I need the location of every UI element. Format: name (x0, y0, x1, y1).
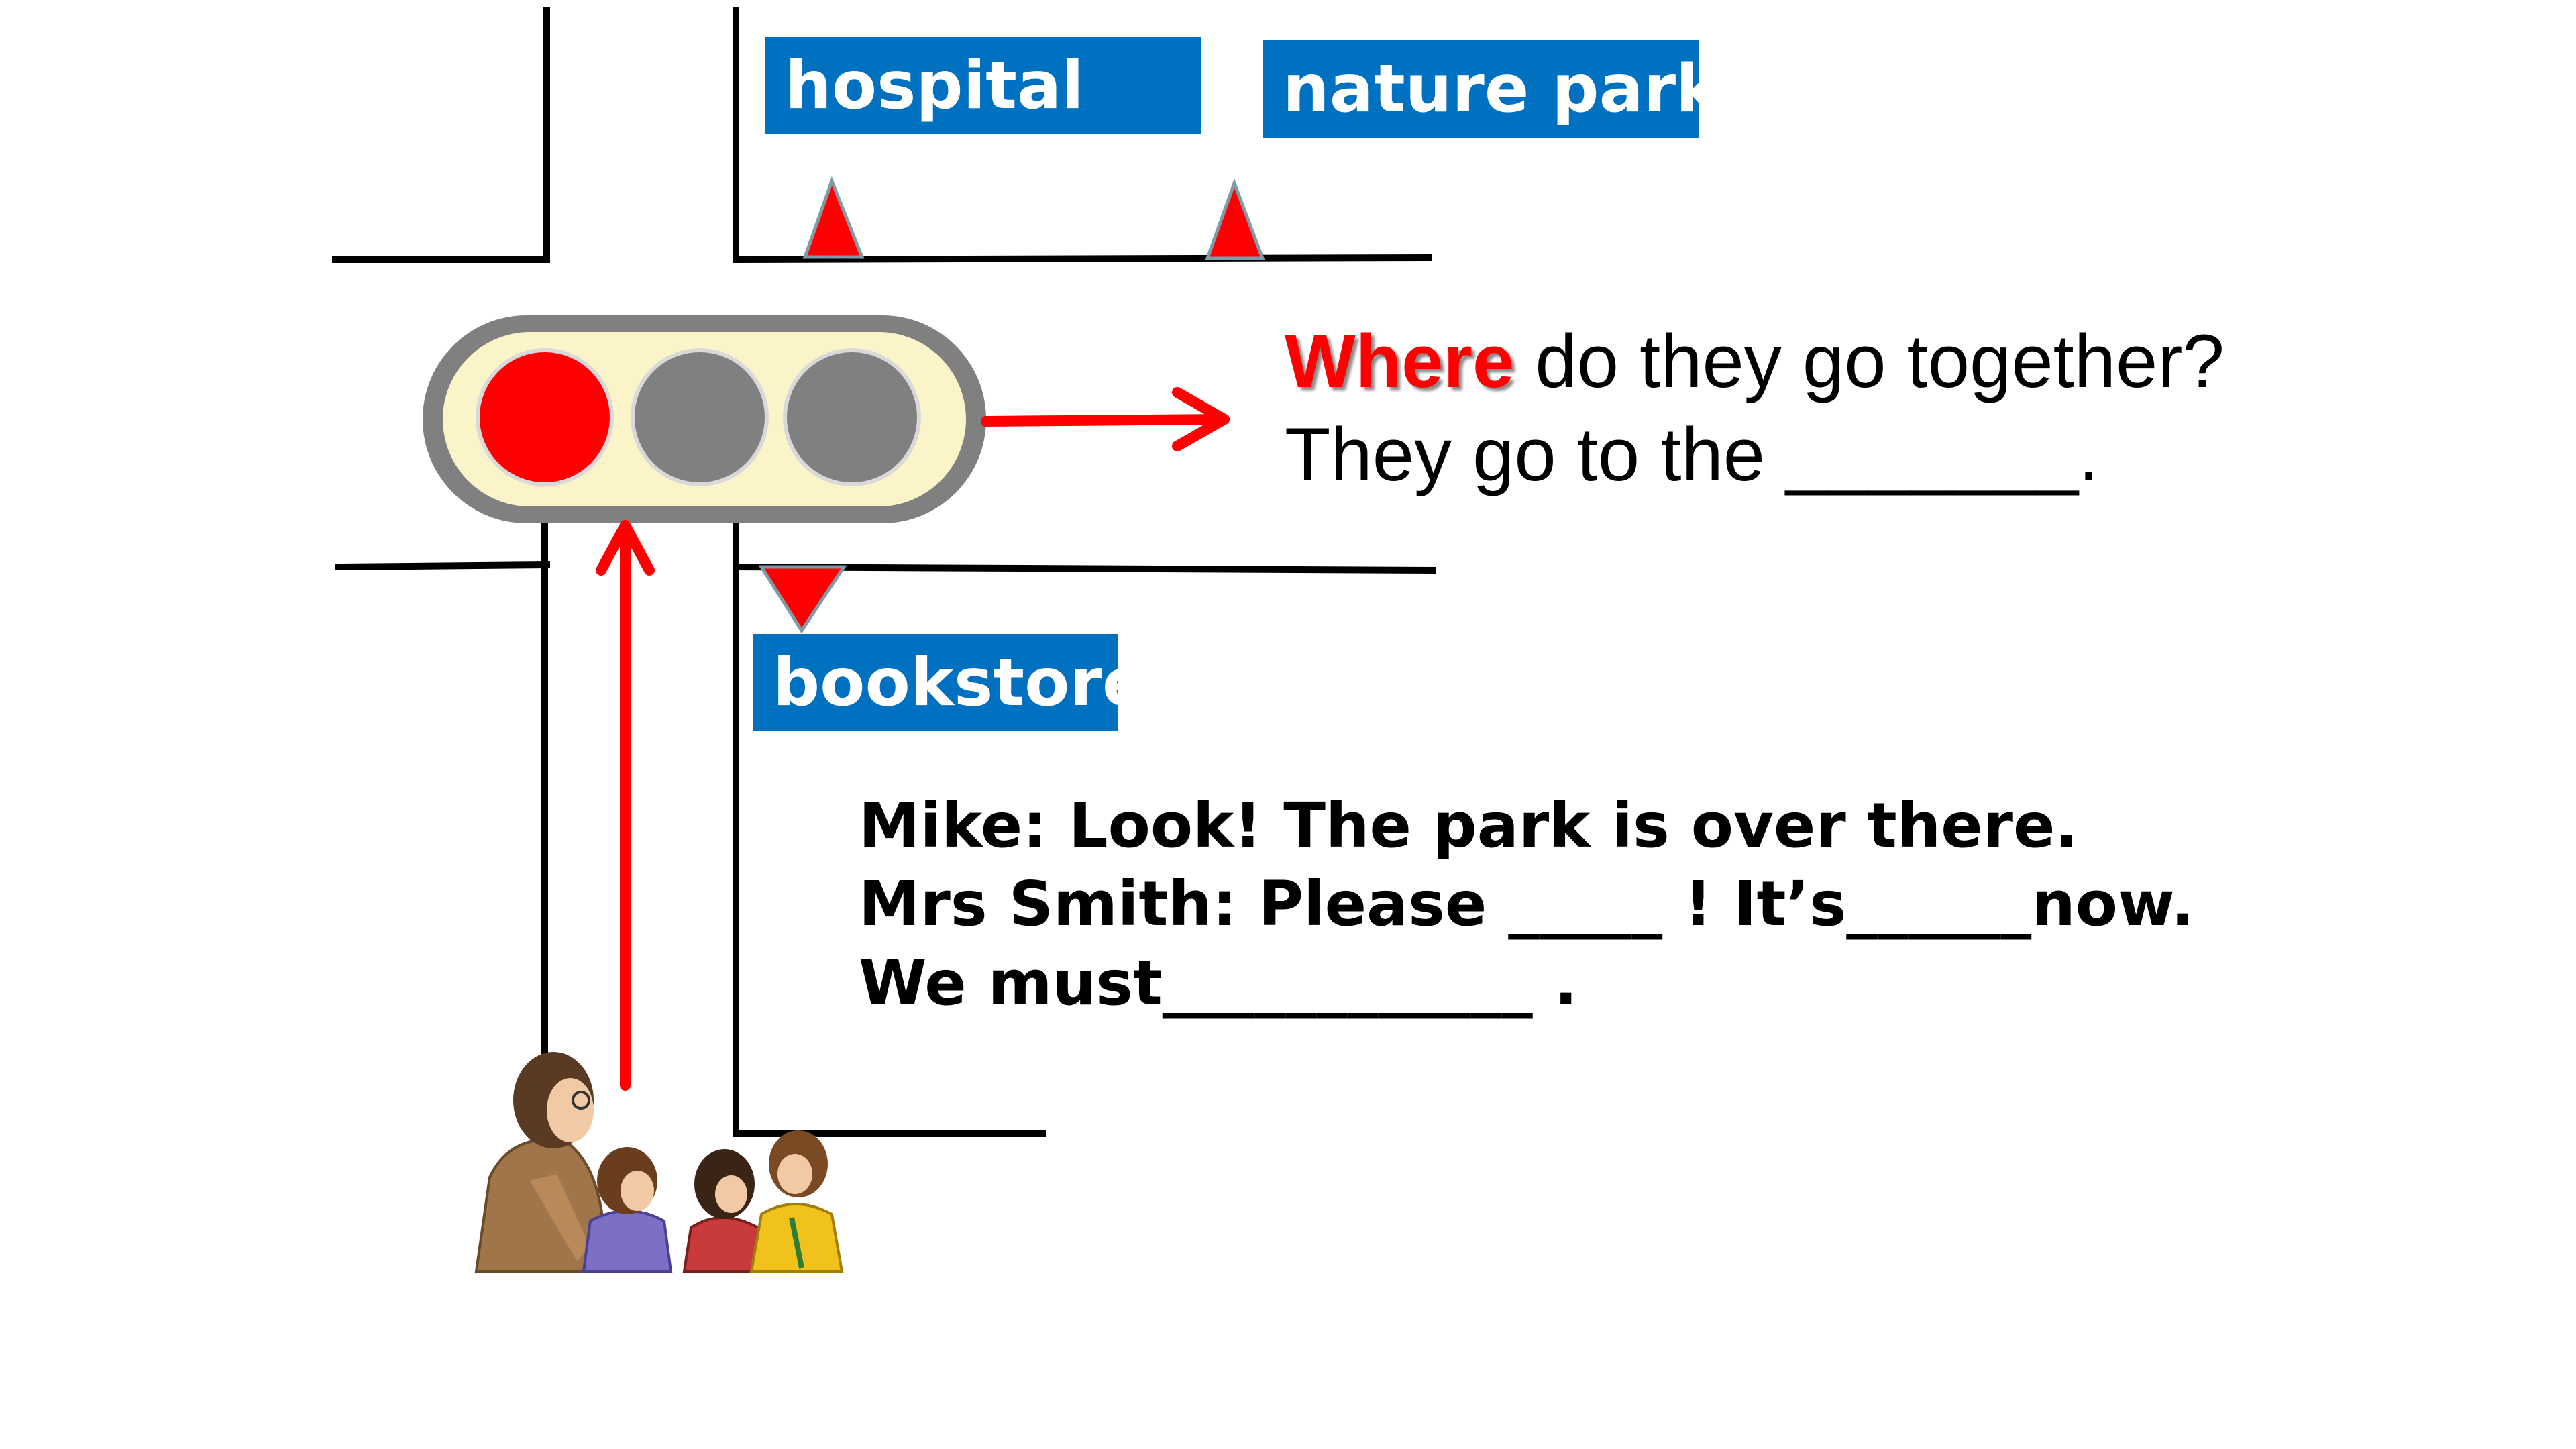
teacher-and-children-illustration (474, 1052, 844, 1273)
road-line (732, 254, 1433, 264)
right-arrow-icon (981, 387, 1230, 451)
dialogue-line: Mike: Look! The park is over there. (859, 790, 2079, 861)
nature-park-sign-label: nature park (1283, 50, 1720, 127)
hospital-sign: hospital (765, 37, 1201, 134)
bookstore-sign: bookstore (753, 634, 1146, 731)
dialogue-line: We must____________ . (859, 947, 1578, 1019)
road-line (335, 561, 551, 571)
question-text: do they go together? (1514, 319, 2224, 403)
child-figure (749, 1130, 844, 1273)
child-figure (582, 1147, 673, 1273)
up-arrow-icon (596, 520, 655, 1091)
hospital-sign-label: hospital (785, 47, 1084, 124)
road-line (732, 563, 1436, 574)
yellow-lamp-icon (631, 348, 769, 486)
hospital-marker-icon (802, 176, 865, 259)
question-keyword: Where (1285, 319, 1515, 403)
child-figure (682, 1149, 763, 1273)
green-lamp-icon (783, 348, 921, 486)
answer-blank-line: They go to the _______. (1285, 413, 2100, 496)
dialogue-line: Mrs Smith: Please _____ ! It’s______now. (859, 868, 2194, 940)
traffic-light (423, 315, 986, 523)
nature-park-sign: nature park (1263, 40, 1719, 138)
teacher-figure (474, 1052, 606, 1273)
question-line: Where do they go together? (1285, 324, 2224, 399)
nature-park-marker-icon (1205, 178, 1265, 260)
bookstore-sign-label: bookstore (773, 644, 1147, 721)
red-lamp-icon (476, 348, 614, 486)
bookstore-marker-icon (758, 565, 847, 634)
road-lines (332, 7, 1436, 1137)
